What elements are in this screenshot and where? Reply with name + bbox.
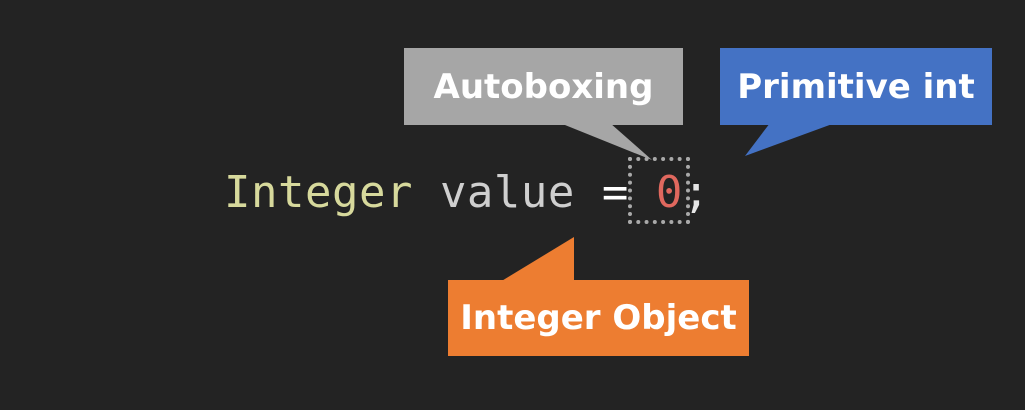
code-type-keyword: Integer	[224, 167, 413, 218]
code-line: Integer value = 0;	[224, 168, 710, 218]
integer-object-callout: Integer Object	[448, 280, 749, 356]
primitive-callout-tail	[745, 123, 835, 156]
autoboxing-callout-label: Autoboxing	[433, 66, 654, 107]
integer-object-callout-label: Integer Object	[460, 298, 737, 338]
primitive-int-callout: Primitive int	[720, 48, 992, 125]
autoboxing-callout: Autoboxing	[404, 48, 683, 125]
code-assignment-operator: =	[601, 167, 629, 218]
code-variable-name: value	[439, 167, 575, 218]
autoboxing-callout-tail	[560, 123, 652, 160]
primitive-int-callout-label: Primitive int	[737, 66, 975, 107]
operator-highlight-box	[628, 157, 690, 224]
code-literal-value: 0	[655, 167, 683, 218]
object-callout-tail	[500, 237, 574, 282]
